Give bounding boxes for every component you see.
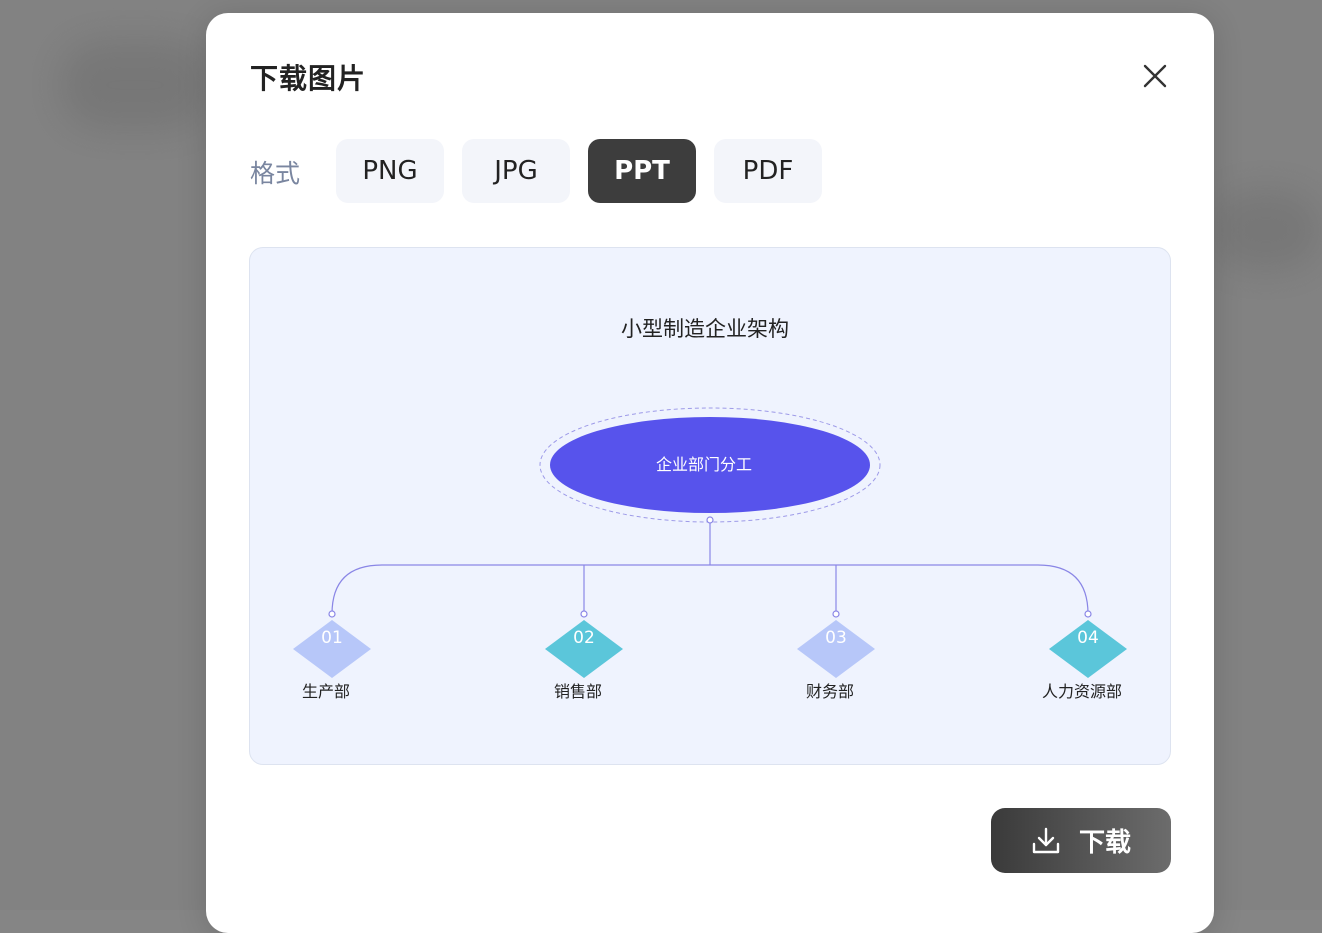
department-number: 01 [321, 628, 343, 648]
download-icon [1032, 827, 1060, 853]
department-number: 02 [573, 628, 595, 648]
connector-dot [1084, 610, 1092, 618]
download-button[interactable]: 下载 [991, 808, 1171, 873]
root-node [550, 417, 870, 513]
department-number: 04 [1077, 628, 1099, 648]
department-number: 03 [825, 628, 847, 648]
background-blur [60, 40, 210, 130]
format-option-jpg[interactable]: JPG [462, 139, 570, 203]
connector-dot [580, 610, 588, 618]
format-option-png[interactable]: PNG [336, 139, 444, 203]
diagram-title: 小型制造企业架构 [621, 317, 789, 341]
download-label: 下载 [1078, 828, 1131, 858]
root-node-label: 企业部门分工 [656, 455, 752, 474]
connector-dot [328, 610, 336, 618]
department-label: 销售部 [554, 682, 602, 701]
diagram-preview: 小型制造企业架构 企业部门分工 01 生产部 02 销售部 [249, 247, 1171, 765]
department-label: 生产部 [302, 682, 350, 701]
department-label: 人力资源部 [1042, 682, 1122, 701]
dialog-title: 下载图片 [250, 62, 367, 95]
download-image-dialog: 下载图片 格式 PNG JPG PPT PDF 小型制造企业架构 企业部门分工 [206, 13, 1214, 933]
close-button[interactable] [1140, 61, 1170, 91]
format-option-pdf[interactable]: PDF [714, 139, 822, 203]
connector-dot [832, 610, 840, 618]
department-node-sales [545, 620, 623, 678]
connector-dot [706, 516, 714, 524]
department-node-finance [797, 620, 875, 678]
format-label: 格式 [250, 159, 301, 188]
department-node-hr [1049, 620, 1127, 678]
background-blur [1210, 190, 1322, 270]
department-label: 财务部 [806, 682, 854, 701]
department-node-production [293, 620, 371, 678]
org-chart-diagram: 小型制造企业架构 企业部门分工 01 生产部 02 销售部 [293, 317, 1127, 701]
close-icon [1143, 64, 1167, 88]
format-option-ppt[interactable]: PPT [588, 139, 696, 203]
connector-bus [331, 564, 1089, 615]
